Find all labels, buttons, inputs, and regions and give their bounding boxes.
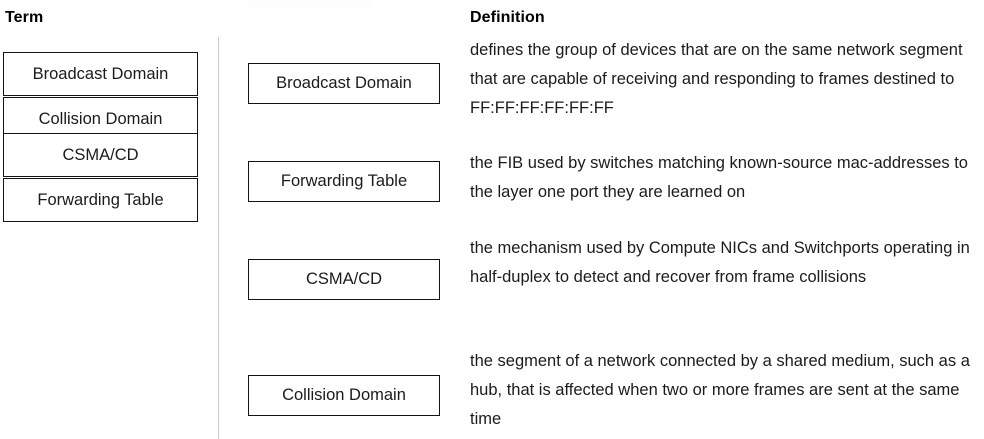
match-slot-term-1[interactable]: Forwarding Table: [248, 161, 440, 202]
match-slot-term-2[interactable]: CSMA/CD: [248, 259, 440, 300]
term-bank-item-csma-cd[interactable]: CSMA/CD: [3, 133, 198, 177]
definition-column-header: Definition: [470, 9, 545, 26]
match-slot-term-3[interactable]: Collision Domain: [248, 375, 440, 416]
match-slot-term-0[interactable]: Broadcast Domain: [248, 63, 440, 104]
term-bank-item-forwarding-table[interactable]: Forwarding Table: [3, 178, 198, 222]
top-clipped-band: [248, 0, 372, 8]
term-column-header: Term: [5, 9, 44, 26]
definition-text-2: the mechanism used by Compute NICs and S…: [470, 239, 970, 286]
definition-text-0: defines the group of devices that are on…: [470, 41, 963, 117]
definition-text-1: the FIB used by switches matching known-…: [470, 154, 968, 201]
term-bank-item-broadcast-domain[interactable]: Broadcast Domain: [3, 52, 198, 96]
definition-text-3: the segment of a network connected by a …: [470, 352, 970, 428]
column-divider: [218, 37, 219, 439]
